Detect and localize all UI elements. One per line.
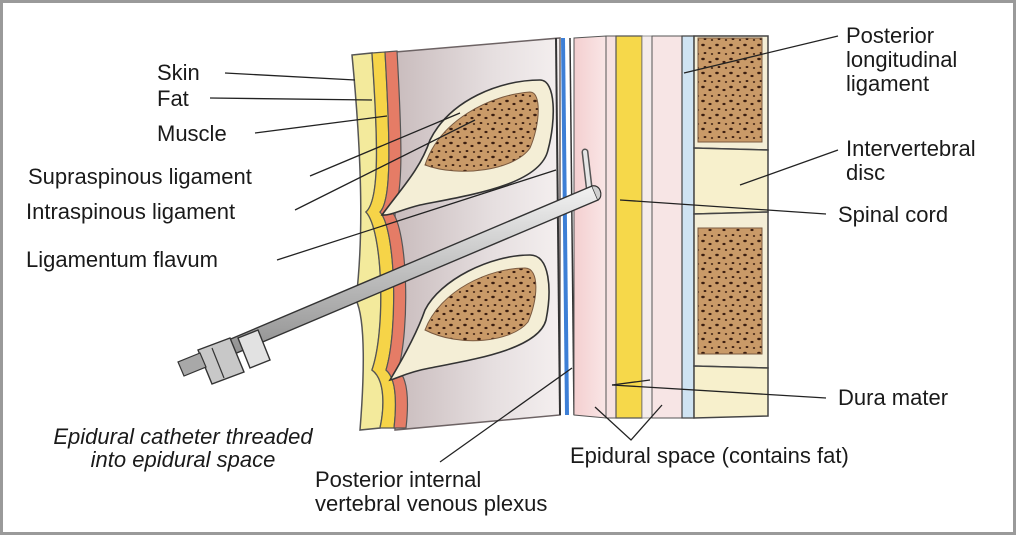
label-spinal-cord: Spinal cord bbox=[838, 203, 948, 226]
dura-mater-band bbox=[606, 36, 616, 418]
cord-shadow bbox=[642, 36, 652, 418]
spinal-cord-band bbox=[616, 36, 642, 418]
label-posterior-line2: longitudinal bbox=[846, 48, 957, 71]
marrow-body-upper bbox=[698, 38, 762, 142]
label-posterior-line3: ligament bbox=[846, 72, 929, 95]
venous-plexus-edge bbox=[570, 38, 574, 415]
catheter-caption-line2: into epidural space bbox=[18, 448, 348, 471]
posterior-longitudinal-ligament bbox=[682, 36, 694, 418]
label-intraspinous: Intraspinous ligament bbox=[26, 200, 235, 223]
label-fat: Fat bbox=[157, 87, 189, 110]
leader-fat bbox=[210, 98, 372, 100]
label-posterior-line1: Posterior bbox=[846, 24, 934, 47]
leader-skin bbox=[225, 73, 355, 80]
label-venous-line2: vertebral venous plexus bbox=[315, 492, 547, 515]
anterior-epidural bbox=[652, 36, 682, 418]
label-epidural-space: Epidural space (contains fat) bbox=[570, 444, 849, 467]
label-intervertebral-line1: Intervertebral bbox=[846, 137, 976, 160]
label-supraspinous: Supraspinous ligament bbox=[28, 165, 252, 188]
epidural-space-region bbox=[574, 36, 606, 418]
intervertebral-disc-shape bbox=[694, 148, 768, 214]
venous-plexus-vessel bbox=[563, 38, 567, 415]
label-muscle: Muscle bbox=[157, 122, 227, 145]
label-intervertebral-line2: disc bbox=[846, 161, 885, 184]
catheter-caption-line1: Epidural catheter threaded bbox=[18, 425, 348, 448]
label-dura-mater: Dura mater bbox=[838, 386, 948, 409]
label-skin: Skin bbox=[157, 61, 200, 84]
label-venous-line1: Posterior internal bbox=[315, 468, 481, 491]
label-flavum: Ligamentum flavum bbox=[26, 248, 218, 271]
marrow-body-lower bbox=[698, 228, 762, 354]
